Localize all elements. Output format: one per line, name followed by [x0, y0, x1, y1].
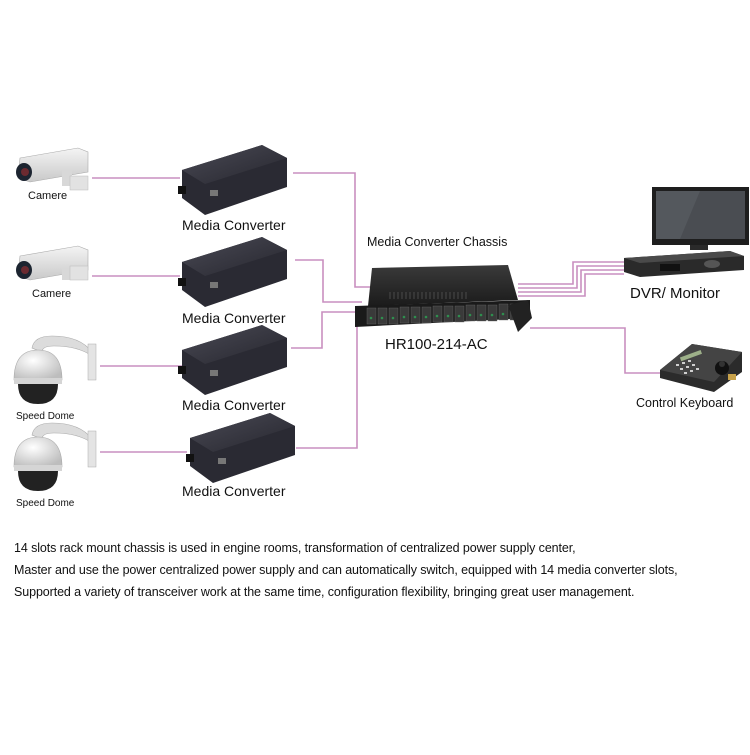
media-converter-1-label: Media Converter — [182, 217, 286, 233]
wire-converter4-chassis — [296, 322, 366, 449]
media-converter-4-label: Media Converter — [182, 483, 286, 499]
wire-converter2-chassis — [295, 259, 362, 303]
wire-chassis-dvr-1 — [518, 261, 624, 285]
dvr-monitor-label: DVR/ Monitor — [630, 285, 721, 302]
wire-chassis-dvr-4 — [518, 273, 624, 297]
wire-chassis-dvr-2 — [518, 265, 624, 289]
chassis-title-label: Media Converter Chassis — [367, 235, 508, 249]
description-line-2: Master and use the power centralized pow… — [14, 563, 678, 577]
camera-1-icon — [16, 147, 89, 191]
media-converter-3-label: Media Converter — [182, 397, 286, 413]
wire-converter1-chassis — [293, 172, 372, 288]
camera-2-icon — [16, 245, 89, 281]
media-converter-3-icon — [178, 325, 287, 395]
wire-converter3-chassis — [291, 311, 362, 349]
control-keyboard-label: Control Keyboard — [636, 396, 734, 410]
media-converter-1-icon — [178, 145, 287, 215]
monitor-icon — [652, 187, 749, 250]
speed-dome-2-label: Speed Dome — [16, 498, 75, 509]
media-converter-2-icon — [178, 237, 287, 307]
speed-dome-1-icon — [13, 335, 97, 404]
dvr-icon — [624, 251, 744, 277]
media-converter-4-icon — [186, 413, 295, 483]
camera-1-label: Camere — [28, 190, 68, 202]
control-keyboard-icon — [660, 344, 742, 392]
chassis-icon — [355, 265, 532, 332]
description-line-1: 14 slots rack mount chassis is used in e… — [14, 541, 576, 555]
camera-2-label: Camere — [32, 288, 72, 300]
wire-chassis-keyboard — [530, 327, 665, 374]
chassis-model-label: HR100-214-AC — [385, 336, 488, 353]
media-converter-2-label: Media Converter — [182, 310, 286, 326]
wires — [92, 172, 665, 453]
speed-dome-2-icon — [13, 422, 97, 491]
wire-chassis-dvr-3 — [518, 269, 624, 293]
description-line-3: Supported a variety of transceiver work … — [14, 585, 635, 599]
speed-dome-1-label: Speed Dome — [16, 411, 75, 422]
